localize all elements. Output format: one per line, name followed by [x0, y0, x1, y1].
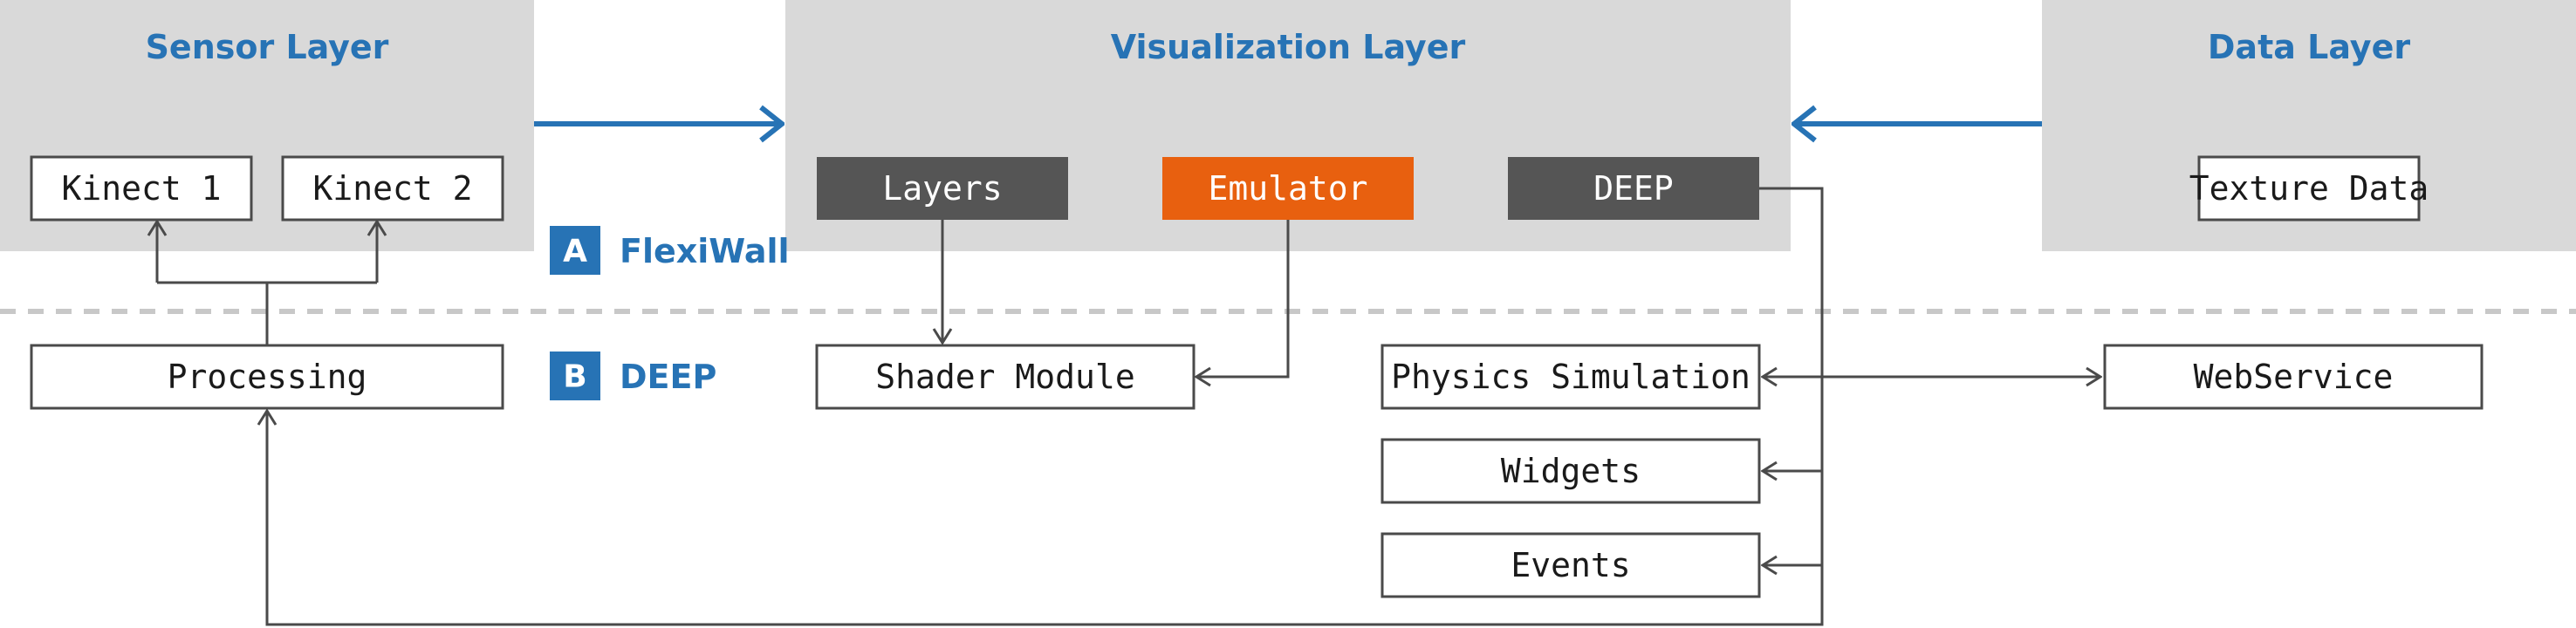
- node-webservice-label: WebService: [2194, 358, 2394, 396]
- section-b-badge: [550, 352, 600, 400]
- node-webservice[interactable]: WebService: [2103, 344, 2484, 410]
- node-physics-simulation[interactable]: Physics Simulation: [1380, 344, 1761, 410]
- node-physics-simulation-label: Physics Simulation: [1391, 358, 1750, 396]
- node-layers-label: Layers: [882, 169, 1002, 208]
- connectors: [157, 187, 2100, 626]
- node-kinect-2-label: Kinect 2: [312, 169, 472, 208]
- node-kinect-1-label: Kinect 1: [61, 169, 221, 208]
- node-layers[interactable]: Layers: [817, 157, 1068, 220]
- node-shader-module-label: Shader Module: [875, 358, 1134, 396]
- node-emulator[interactable]: Emulator: [1162, 157, 1414, 220]
- section-a-label: FlexiWall: [620, 232, 790, 270]
- section-a-flexiwall: A FlexiWall: [550, 226, 790, 275]
- node-texture-data[interactable]: Texture Data: [2189, 155, 2429, 222]
- arrow-deep-to-processing: [267, 187, 1824, 626]
- node-events[interactable]: Events: [1380, 532, 1761, 598]
- node-texture-data-label: Texture Data: [2189, 169, 2429, 208]
- visualization-layer-title: Visualization Layer: [1111, 28, 1466, 66]
- section-a-letter: A: [563, 234, 587, 270]
- node-processing[interactable]: Processing: [30, 344, 504, 410]
- data-layer-title: Data Layer: [2208, 28, 2410, 66]
- node-widgets-label: Widgets: [1501, 452, 1641, 490]
- section-a-badge: [550, 226, 600, 275]
- arrow-emulator-to-shader: [1196, 218, 1290, 377]
- sensor-layer-title: Sensor Layer: [146, 28, 389, 66]
- node-shader-module[interactable]: Shader Module: [815, 344, 1196, 410]
- section-b-letter: B: [563, 359, 586, 395]
- node-deep[interactable]: DEEP: [1508, 157, 1759, 220]
- node-widgets[interactable]: Widgets: [1380, 438, 1761, 504]
- node-processing-label: Processing: [168, 358, 367, 396]
- section-b-deep: B DEEP: [550, 352, 716, 400]
- node-deep-label: DEEP: [1593, 169, 1674, 208]
- node-events-label: Events: [1511, 546, 1630, 584]
- node-emulator-label: Emulator: [1208, 169, 1367, 208]
- node-kinect-2[interactable]: Kinect 2: [281, 155, 504, 222]
- section-b-label: DEEP: [620, 358, 716, 396]
- node-kinect-1[interactable]: Kinect 1: [30, 155, 253, 222]
